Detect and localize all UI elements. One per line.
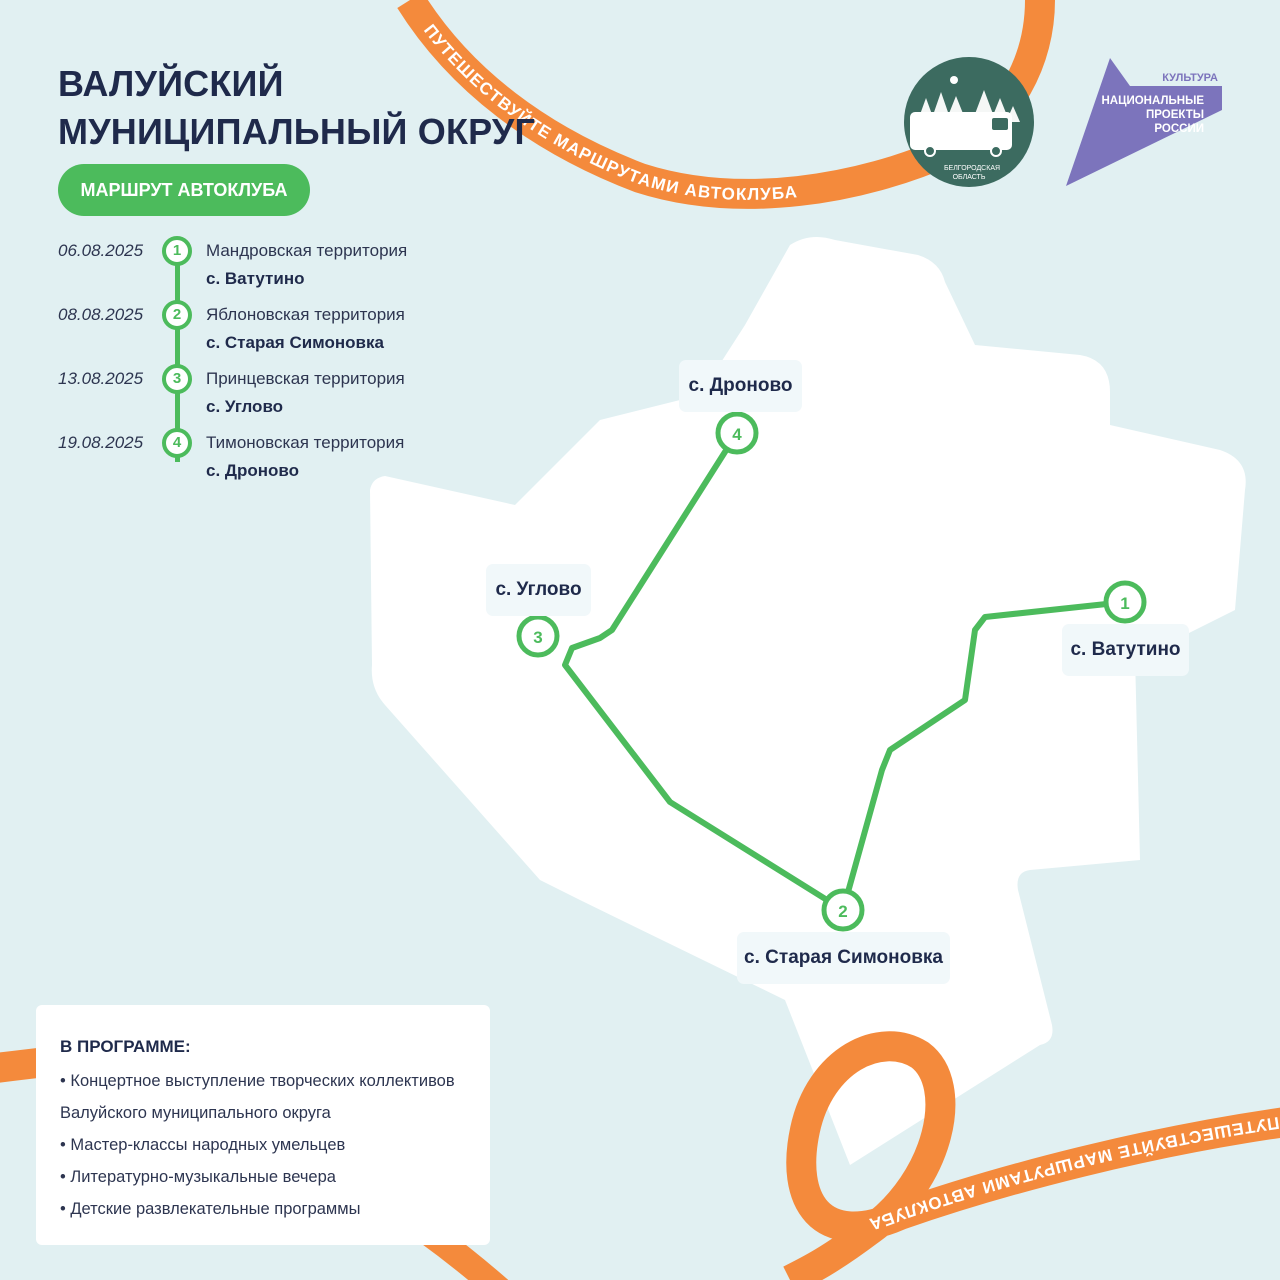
national-projects-culture: КУЛЬТУРА: [1162, 72, 1218, 84]
program-item: • Мастер-классы народных умельцев: [60, 1136, 346, 1154]
svg-text:3: 3: [533, 628, 542, 647]
map-stop-2: 2: [821, 888, 865, 932]
schedule-village: с. Старая Симоновка: [206, 333, 384, 352]
program-title: В ПРОГРАММЕ:: [60, 1037, 191, 1056]
schedule-number: 3: [162, 364, 192, 394]
autoclub-logo-name: АВТОКЛУБ: [910, 125, 978, 137]
map-label-uglovo: с. Углово: [486, 564, 591, 616]
schedule-number: 2: [162, 300, 192, 330]
schedule-item: 06.08.2025 1 Мандровская территория с. В…: [58, 236, 458, 292]
route-badge: МАРШРУТ АВТОКЛУБА: [58, 164, 310, 216]
national-projects-line-3: РОССИИ: [1154, 123, 1204, 135]
schedule-village: с. Углово: [206, 397, 284, 416]
national-projects-line-2: ПРОЕКТЫ: [1146, 109, 1204, 121]
schedule-number: 1: [162, 236, 192, 266]
schedule-date: 06.08.2025: [58, 241, 144, 260]
route-schedule: 06.08.2025 1 Мандровская территория с. В…: [58, 236, 458, 496]
autoclub-logo-region-1: БЕЛГОРОДСКАЯ: [944, 165, 1000, 172]
map-label-dronovo: с. Дроново: [679, 360, 802, 412]
district-shape: [370, 236, 1246, 1165]
schedule-territory: Яблоновская территория: [206, 305, 405, 324]
schedule-item: 19.08.2025 4 Тимоновская территория с. Д…: [58, 428, 458, 484]
schedule-territory: Принцевская территория: [206, 369, 405, 388]
schedule-village: с. Дроново: [206, 461, 300, 480]
national-projects-logo: КУЛЬТУРА НАЦИОНАЛЬНЫЕ ПРОЕКТЫ РОССИИ: [1066, 58, 1222, 186]
program-list: • Концертное выступление творческих колл…: [60, 1065, 480, 1225]
map-label-staraya-simonovka: с. Старая Симоновка: [737, 932, 950, 984]
svg-text:2: 2: [838, 902, 847, 921]
map-stop-4: 4: [715, 411, 759, 455]
schedule-date: 13.08.2025: [58, 369, 144, 388]
map-label-vatutino: с. Ватутино: [1062, 624, 1189, 676]
page-title: ВАЛУЙСКИЙ МУНИЦИПАЛЬНЫЙ ОКРУГ: [58, 60, 535, 156]
program-item: • Литературно-музыкальные вечера: [60, 1168, 336, 1186]
map-stop-1: 1: [1103, 580, 1147, 624]
title-line-2: МУНИЦИПАЛЬНЫЙ ОКРУГ: [58, 111, 536, 152]
title-line-1: ВАЛУЙСКИЙ: [58, 63, 284, 104]
schedule-item: 13.08.2025 3 Принцевская территория с. У…: [58, 364, 458, 420]
national-projects-line-1: НАЦИОНАЛЬНЫЕ: [1101, 95, 1204, 107]
schedule-date: 08.08.2025: [58, 305, 144, 324]
map-stop-3: 3: [516, 614, 560, 658]
schedule-item: 08.08.2025 2 Яблоновская территория с. С…: [58, 300, 458, 356]
schedule-territory: Тимоновская территория: [206, 433, 405, 452]
program-item: • Детские развлекательные программы: [60, 1200, 361, 1218]
schedule-number: 4: [162, 428, 192, 458]
program-box: В ПРОГРАММЕ: • Концертное выступление тв…: [36, 1005, 490, 1245]
schedule-village: с. Ватутино: [206, 269, 305, 288]
svg-text:4: 4: [732, 425, 742, 444]
autoclub-logo-region-2: ОБЛАСТЬ: [953, 174, 986, 181]
schedule-territory: Мандровская территория: [206, 241, 408, 260]
svg-text:1: 1: [1120, 594, 1129, 613]
autoclub-logo: АВТОКЛУБ БЕЛГОРОДСКАЯ ОБЛАСТЬ: [904, 57, 1034, 187]
schedule-connector-line: [175, 262, 180, 462]
program-item: • Концертное выступление творческих колл…: [60, 1072, 455, 1122]
schedule-date: 19.08.2025: [58, 433, 144, 452]
